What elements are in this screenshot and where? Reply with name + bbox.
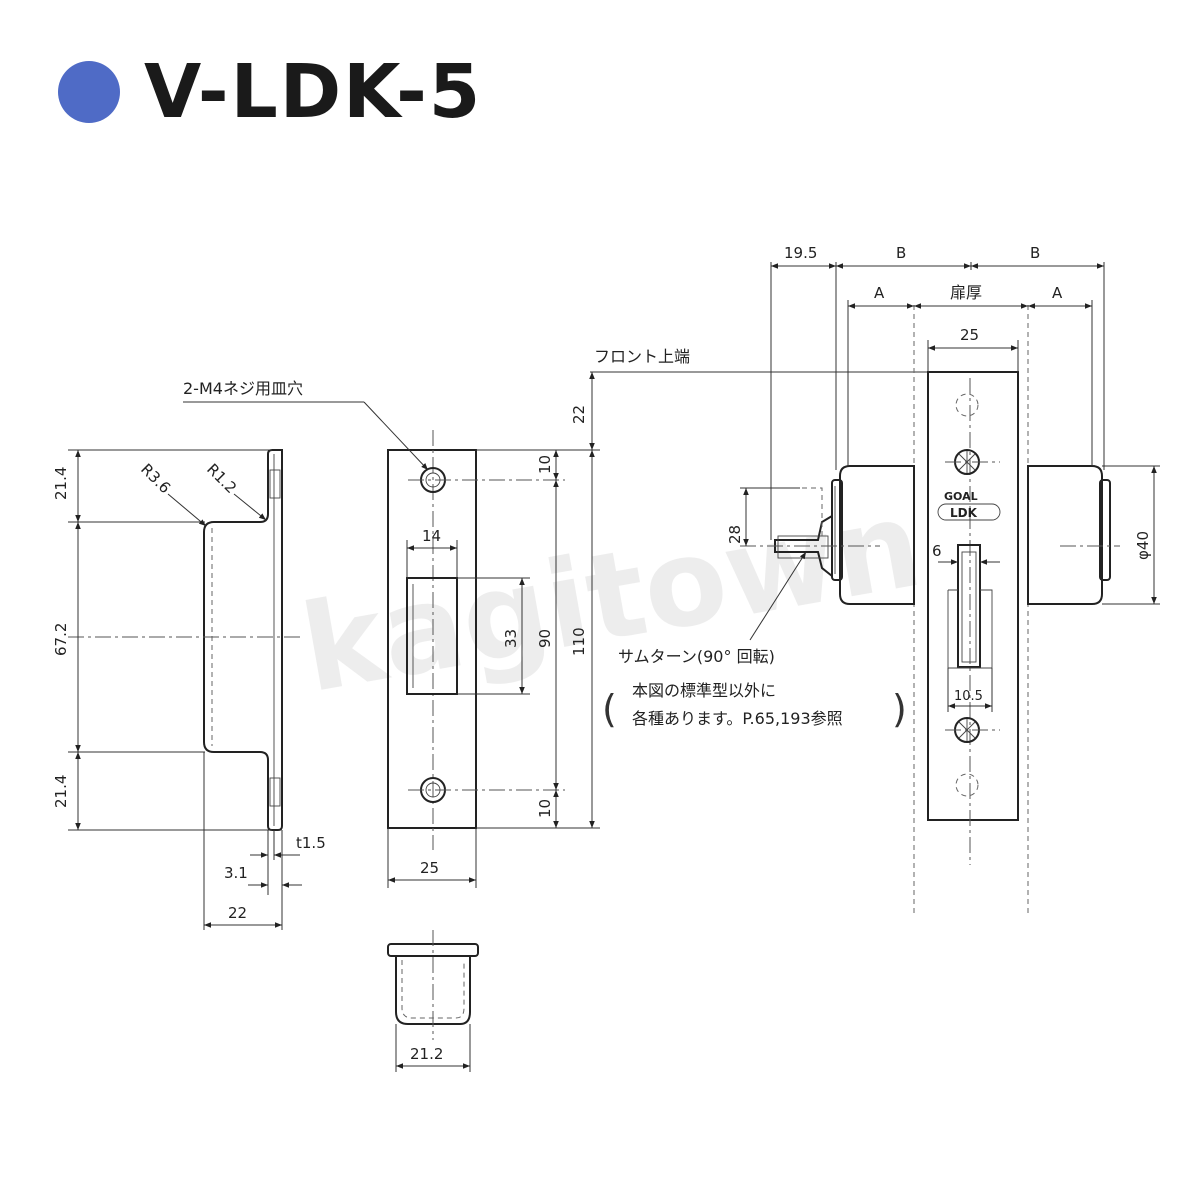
front-top-label: フロント上端 — [594, 347, 690, 366]
note-line-2: 各種あります。P.65,193参照 — [632, 709, 843, 728]
door-thickness-label: 扉厚 — [950, 283, 982, 302]
lip-label: 3.1 — [224, 864, 248, 882]
note-open-paren: ( — [602, 687, 617, 731]
strike-front-view: 14 33 10 90 10 110 22 25 2-M4ネジ用皿穴 — [183, 372, 600, 888]
lock-bolt — [957, 544, 981, 668]
to-top-label: 22 — [570, 405, 588, 424]
thumbturn-knob — [839, 465, 915, 605]
dim-a-right-label: A — [1052, 284, 1063, 302]
strike-profile-view: 21.4 67.2 21.4 R3.6 R1.2 t1.5 3.1 22 — [52, 449, 326, 930]
page-title: V-LDK-5 — [144, 49, 483, 135]
note-line-1: 本図の標準型以外に — [632, 681, 776, 700]
profile-middle-dim: 67.2 — [52, 623, 70, 656]
lock-view: フロント上端 GOAL LDK 6 10.5 — [590, 244, 1160, 915]
strike-slot — [406, 577, 458, 695]
dim-a-left-label: A — [874, 284, 885, 302]
strike-box-view: 21.2 — [387, 930, 479, 1072]
dim-b-right-label: B — [1030, 244, 1040, 262]
cylinder — [1027, 465, 1103, 605]
box-width-label: 21.2 — [410, 1045, 443, 1063]
r-outer-label: R3.6 — [137, 460, 174, 497]
depth-label: 22 — [228, 904, 247, 922]
profile-top-dim: 21.4 — [52, 467, 70, 500]
logo-bottom: LDK — [950, 506, 978, 520]
thumb-height-label: 28 — [726, 525, 744, 544]
plate-width-label: 25 — [420, 859, 439, 877]
strike-profile-outline — [203, 449, 283, 831]
lock-front-plate — [927, 371, 1019, 821]
note-close-paren: ) — [892, 687, 907, 731]
thickness-label: t1.5 — [296, 834, 326, 852]
slot-height-label: 33 — [502, 629, 520, 648]
strike-plate-outline — [387, 449, 477, 829]
hole-bottom-label: 10 — [536, 799, 554, 818]
hole-top-label: 10 — [536, 455, 554, 474]
dim-b-left-label: B — [896, 244, 906, 262]
screw-note: 2-M4ネジ用皿穴 — [183, 379, 303, 398]
profile-bottom-dim: 21.4 — [52, 775, 70, 808]
bolt-width-label: 6 — [932, 542, 942, 560]
thumbturn-label: サムターン(90° 回転) — [618, 647, 775, 666]
diameter-label: φ40 — [1134, 531, 1152, 560]
front-width-label: 25 — [960, 326, 979, 344]
hole-pitch-label: 90 — [536, 629, 554, 648]
title-dot-icon — [58, 61, 120, 123]
r-inner-label: R1.2 — [203, 460, 240, 497]
bolt-10-5-label: 10.5 — [954, 689, 983, 704]
slot-width-label: 14 — [422, 527, 441, 545]
dim-19-5-label: 19.5 — [784, 244, 817, 262]
logo-top: GOAL — [944, 490, 978, 503]
height-label: 110 — [570, 627, 588, 656]
